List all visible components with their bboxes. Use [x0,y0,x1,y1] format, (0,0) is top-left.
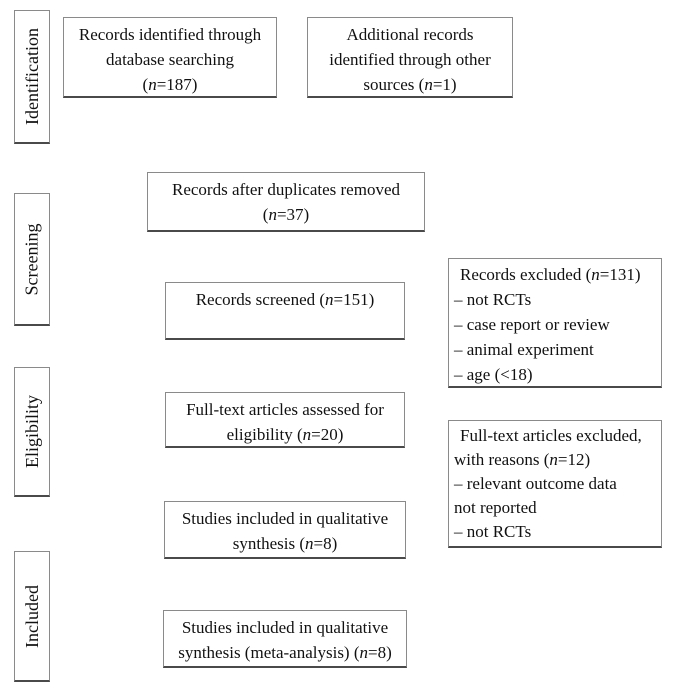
box-qualitative-synthesis: Studies included in qualitative synthesis… [164,501,406,559]
italic-n-text: n [424,75,433,94]
text-segment: – animal experiment [454,340,594,359]
italic-n-text: n [325,290,334,309]
italic-n-text: n [268,205,277,224]
box-records-excluded: Records excluded (n=131) – not RCTs – case… [448,258,662,388]
text-segment: Records screened ( [195,290,326,309]
text-segment: with reasons ( [454,450,550,469]
box-meta-analysis: Studies included in qualitative synthesis… [163,610,407,668]
box-records-screened: Records screened (n=151) [165,282,405,340]
text-segment: =8) [368,643,392,662]
text-segment: Records excluded ( [460,265,592,284]
text-segment: – age (<18) [454,365,533,384]
text-line: Studies included in qualitative [165,506,405,531]
text-segment: synthesis (meta-analysis) ( [178,643,360,662]
text-segment: synthesis ( [232,534,305,553]
text-line: not reported [454,496,656,520]
text-segment: =12) [557,450,591,469]
text-line: with reasons (n=12) [454,448,656,472]
text-segment: =20) [311,425,344,444]
text-line: Records identified through [64,22,276,47]
stage-label-screening: Screening [21,223,42,295]
box-duplicates-removed: Records after duplicates removed (n=37) [147,172,425,232]
text-segment: =1) [432,75,457,94]
text-segment: =151) [333,290,375,309]
text-line: – not RCTs [454,287,656,312]
text-segment: =187) [156,75,198,94]
text-line: Records after duplicates removed [148,177,424,202]
stage-box-screening: Screening [14,193,50,326]
text-segment: Records identified through [78,25,262,44]
text-segment: – not RCTs [454,290,532,309]
text-segment: =131) [599,265,641,284]
text-line: synthesis (meta-analysis) (n=8) [164,640,406,665]
italic-n-text: n [591,265,600,284]
text-segment: – relevant outcome data [454,474,617,493]
text-segment: Records after duplicates removed [172,180,400,199]
stage-box-included: Included [14,551,50,682]
text-line: database searching [64,47,276,72]
text-segment: ( [142,75,149,94]
box-fulltext-excluded: Full-text articles excluded, with reasons… [448,420,662,548]
text-line: Records screened (n=151) [166,287,404,312]
text-line: Studies included in qualitative [164,615,406,640]
text-segment: Full-text articles excluded, [460,426,642,445]
text-segment: – case report or review [454,315,610,334]
text-line: – not RCTs [454,520,656,544]
text-line: sources (n=1) [308,72,512,97]
italic-n-text: n [148,75,157,94]
stage-label-included: Included [21,584,42,648]
text-line: identified through other [308,47,512,72]
stage-label-identification: Identification [21,28,42,125]
text-segment: ( [262,205,269,224]
text-line: – age (<18) [454,362,656,387]
text-line: – animal experiment [454,337,656,362]
text-line: synthesis (n=8) [165,531,405,556]
stage-label-eligibility: Eligibility [21,394,42,469]
italic-n-text: n [359,643,369,662]
text-line: Full-text articles excluded, [454,424,656,448]
text-line: Additional records [308,22,512,47]
text-line: eligibility (n=20) [166,422,404,447]
text-line: (n=187) [64,72,276,97]
text-line: – case report or review [454,312,656,337]
text-segment: identified through other [329,50,491,69]
box-additional-records: Additional records identified through oth… [307,17,513,98]
text-line: (n=37) [148,202,424,227]
box-fulltext-assessed: Full-text articles assessed for eligibili… [165,392,405,448]
italic-n-text: n [302,425,312,444]
italic-n-text: n [549,450,558,469]
italic-n-text: n [305,534,314,553]
text-segment: Additional records [346,25,474,44]
text-segment: =8) [313,534,338,553]
box-records-identified: Records identified through database searc… [63,17,277,98]
text-segment: eligibility ( [226,425,303,444]
text-segment: database searching [106,50,234,69]
text-segment: not reported [454,498,537,517]
text-line: – relevant outcome data [454,472,656,496]
text-segment: sources ( [363,75,425,94]
stage-box-eligibility: Eligibility [14,367,50,497]
text-segment: Full-text articles assessed for [186,400,384,419]
text-segment: – not RCTs [454,522,532,541]
text-line: Full-text articles assessed for [166,397,404,422]
text-segment: Studies included in qualitative [181,509,389,528]
text-segment: Studies included in qualitative [181,618,389,637]
stage-box-identification: Identification [14,10,50,144]
text-line: Records excluded (n=131) [454,262,656,287]
text-segment: =37) [276,205,310,224]
